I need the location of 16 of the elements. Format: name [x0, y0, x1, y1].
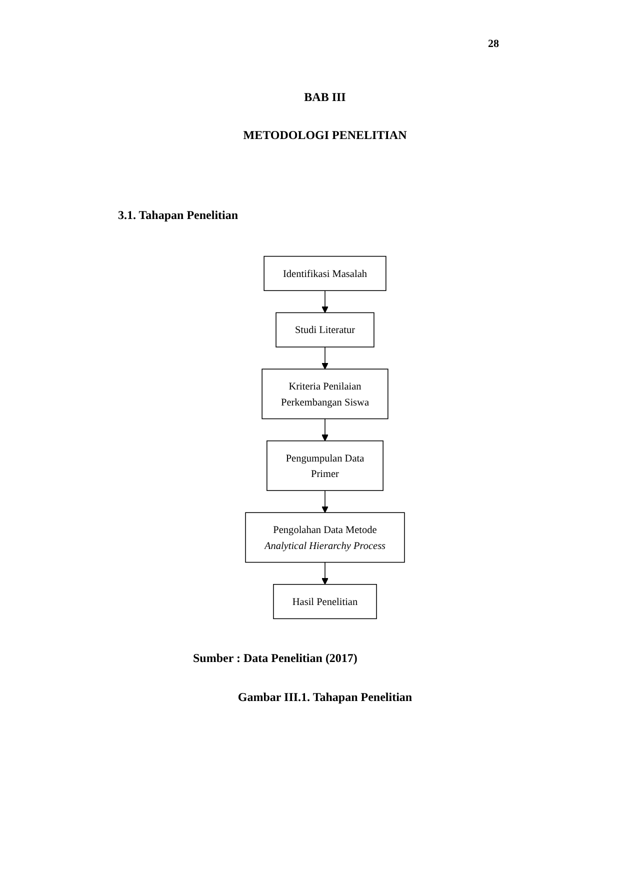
page-number: 28	[488, 38, 499, 52]
arrow	[322, 290, 328, 314]
arrow	[322, 490, 328, 513]
chapter-heading: BAB III	[304, 90, 346, 104]
arrow	[322, 346, 328, 370]
step-label: Hasil Penelitian	[292, 594, 358, 610]
arrow	[322, 562, 328, 585]
step-label: Identifikasi Masalah	[283, 266, 367, 282]
step-label: Pengumpulan Data Primer	[286, 450, 364, 482]
source-note: Sumber : Data Penelitian (2017)	[193, 651, 358, 666]
figure-caption: Gambar III.1. Tahapan Penelitian	[238, 690, 412, 704]
step-label: Kriteria Penilaian Perkembangan Siswa	[281, 379, 369, 410]
step-label: Studi Literatur	[294, 322, 356, 338]
section-heading: 3.1. Tahapan Penelitian	[118, 208, 238, 222]
arrow	[322, 418, 328, 442]
chapter-title: METODOLOGI PENELITIAN	[243, 128, 407, 142]
